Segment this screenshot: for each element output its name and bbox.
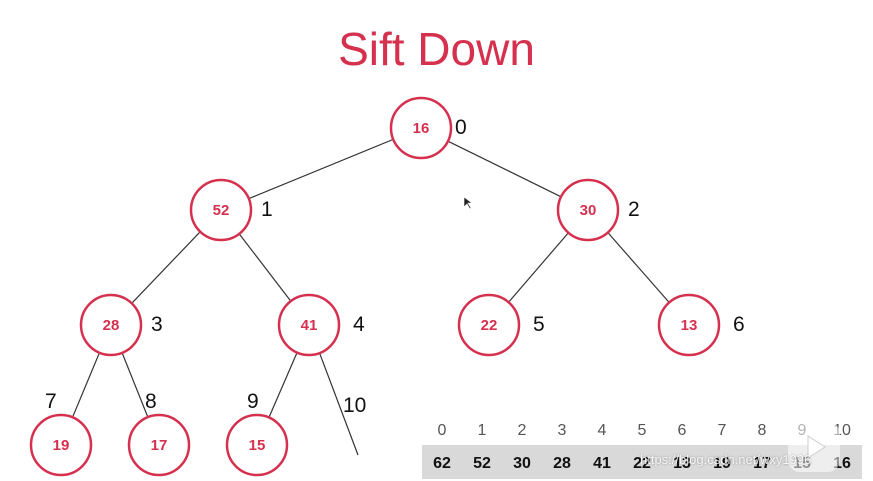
tree-node: 28 3 xyxy=(79,293,163,357)
tree-node: 22 5 xyxy=(457,293,545,357)
node-index-label: 2 xyxy=(628,198,640,221)
array-index: 0 xyxy=(438,422,447,439)
array-value: 28 xyxy=(553,455,571,472)
empty-slot-index-label: 10 xyxy=(343,394,366,417)
array-index: 3 xyxy=(558,422,567,439)
tree-edge xyxy=(248,138,394,200)
array-index: 6 xyxy=(678,422,687,439)
video-play-icon[interactable] xyxy=(788,422,840,472)
tree-node: 13 6 xyxy=(657,293,745,357)
node-circle xyxy=(127,413,191,477)
tree-node: 30 2 xyxy=(556,178,640,242)
tree-edge xyxy=(607,232,670,303)
node-index-label: 9 xyxy=(247,390,259,413)
tree-node: 41 4 xyxy=(277,293,365,357)
node-value: 19 xyxy=(53,437,70,454)
tree-edge xyxy=(131,231,201,304)
node-circle xyxy=(277,293,341,357)
node-value: 16 xyxy=(413,120,430,137)
tree-node: 15 9 xyxy=(225,390,289,477)
array-value: 30 xyxy=(513,455,531,472)
node-circle xyxy=(457,293,521,357)
node-index-label: 7 xyxy=(45,390,57,413)
node-value: 17 xyxy=(151,437,168,454)
node-value: 28 xyxy=(103,317,120,334)
tree-edge xyxy=(508,232,569,303)
array-index: 5 xyxy=(638,422,647,439)
tree-node: 19 7 xyxy=(29,390,93,477)
tree-edge xyxy=(71,352,101,418)
node-value: 15 xyxy=(249,437,266,454)
array-index: 1 xyxy=(478,422,487,439)
tree-edge xyxy=(447,140,562,198)
node-circle xyxy=(657,293,721,357)
node-index-label: 8 xyxy=(145,390,157,413)
page-title: Sift Down xyxy=(338,23,535,75)
node-circle xyxy=(225,413,289,477)
array-index: 2 xyxy=(518,422,527,439)
mouse-cursor-icon xyxy=(463,196,473,210)
array-value: 22 xyxy=(633,455,651,472)
node-value: 30 xyxy=(580,202,597,219)
array-value: 52 xyxy=(473,455,491,472)
node-index-label: 1 xyxy=(261,198,273,221)
array-value: 19 xyxy=(713,455,731,472)
tree-edge xyxy=(268,352,298,418)
node-value: 13 xyxy=(681,317,698,334)
array-value: 41 xyxy=(593,455,611,472)
watermark-text: https://blog.csdn.net/wxy1996 xyxy=(640,452,812,467)
tree-edges xyxy=(71,138,670,456)
array-value: 13 xyxy=(673,455,691,472)
node-index-label: 3 xyxy=(151,313,163,336)
node-index-label: 0 xyxy=(455,116,467,139)
node-value: 22 xyxy=(481,317,498,334)
node-index-label: 4 xyxy=(353,313,365,336)
tree-node: 52 1 xyxy=(189,178,273,242)
node-circle xyxy=(189,178,253,242)
tree-edge xyxy=(238,233,292,302)
array-index: 8 xyxy=(758,422,767,439)
node-index-label: 5 xyxy=(533,313,545,336)
node-index-label: 6 xyxy=(733,313,745,336)
node-circle xyxy=(389,96,453,160)
node-circle xyxy=(556,178,620,242)
node-circle xyxy=(29,413,93,477)
tree-node: 16 0 xyxy=(389,96,467,160)
array-index: 7 xyxy=(718,422,727,439)
node-circle xyxy=(79,293,143,357)
tree-node: 17 8 xyxy=(127,390,191,477)
tree-edge-empty xyxy=(319,352,359,456)
node-value: 52 xyxy=(213,202,230,219)
node-value: 41 xyxy=(301,317,318,334)
array-value: 17 xyxy=(753,455,771,472)
tree-edge xyxy=(121,352,149,418)
array-value: 62 xyxy=(433,455,451,472)
array-index: 4 xyxy=(598,422,607,439)
